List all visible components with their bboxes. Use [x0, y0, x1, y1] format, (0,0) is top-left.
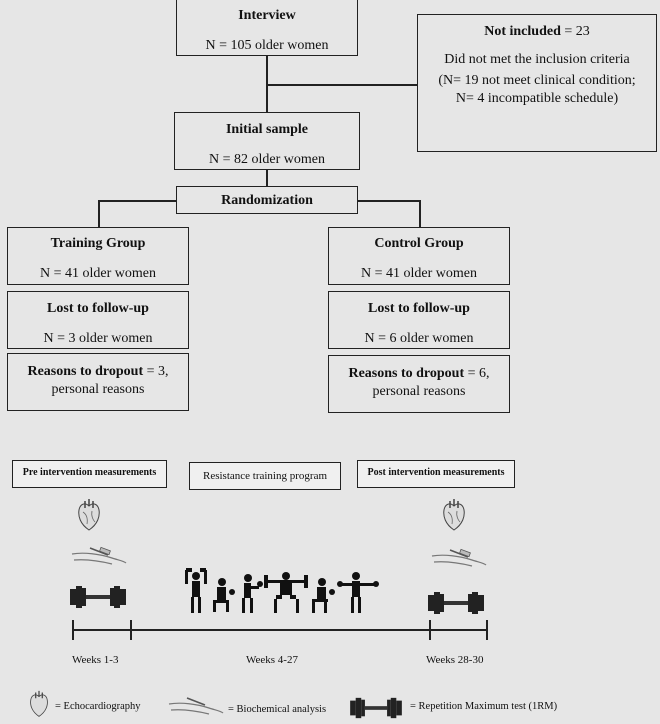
training-reasons-count: = 3, [143, 364, 169, 379]
post-intervention-box: Post intervention measurements [357, 460, 515, 488]
program-label: Resistance training program [202, 470, 328, 482]
pre-intervention-label: Pre intervention measurements [22, 467, 157, 478]
initial-sample-box: Initial sample N = 82 older women [174, 112, 360, 170]
post-intervention-label: Post intervention measurements [367, 467, 505, 478]
control-group-title: Control Group [374, 236, 464, 251]
legend-rm-label: = Repetition Maximum test (1RM) [410, 701, 558, 712]
control-reasons-box: Reasons to dropout = 6, personal reasons [328, 355, 510, 413]
training-lost-value: N = 3 older women [43, 330, 153, 346]
legend-echo-label: = Echocardiography [55, 701, 141, 712]
not-included-detail-2: N= 4 incompatible schedule) [455, 90, 619, 106]
dumbbell-icon [350, 697, 402, 719]
timeline-tick [130, 620, 132, 640]
not-included-reason: Did not met the inclusion criteria [444, 51, 630, 67]
syringe-arm-icon [168, 697, 224, 715]
connector [266, 84, 418, 86]
connector [266, 170, 268, 186]
legend-bio-label: = Biochemical analysis [228, 704, 327, 715]
timeline-tick [429, 620, 431, 640]
syringe-arm-icon [431, 548, 487, 567]
dumbbell-icon [428, 592, 484, 614]
randomization-title: Randomization [221, 193, 313, 208]
not-included-title: Not included [484, 24, 561, 39]
control-lost-value: N = 6 older women [364, 330, 474, 346]
interview-title: Interview [238, 8, 296, 23]
connector [98, 200, 176, 202]
timeline-tick [72, 620, 74, 640]
connector [98, 200, 100, 227]
not-included-count: = 23 [560, 24, 590, 39]
training-group-title: Training Group [50, 236, 146, 251]
training-reasons-text: personal reasons [51, 381, 145, 397]
control-reasons-title: Reasons to dropout [348, 366, 465, 381]
not-included-detail-1: (N= 19 not meet clinical condition; [438, 73, 636, 88]
training-reasons-title: Reasons to dropout [27, 364, 144, 379]
timeline-axis [72, 629, 488, 631]
program-box: Resistance training program [189, 462, 341, 490]
syringe-arm-icon [71, 546, 127, 565]
training-group-value: N = 41 older women [40, 265, 156, 281]
heart-icon [78, 499, 100, 531]
control-group-box: Control Group N = 41 older women [328, 227, 510, 285]
heart-icon [443, 499, 465, 531]
training-reasons-box: Reasons to dropout = 3, personal reasons [7, 353, 189, 411]
interview-box: Interview N = 105 older women [176, 0, 358, 56]
weeks-1-3-label: Weeks 1-3 [72, 654, 119, 666]
training-group-box: Training Group N = 41 older women [7, 227, 189, 285]
training-lost-title: Lost to follow-up [47, 301, 149, 316]
dumbbell-icon [70, 586, 126, 608]
connector [419, 200, 421, 227]
not-included-box: Not included = 23 Did not met the inclus… [417, 14, 657, 152]
timeline-tick [486, 620, 488, 640]
initial-sample-title: Initial sample [225, 122, 309, 137]
pre-intervention-box: Pre intervention measurements [12, 460, 167, 488]
control-reasons-count: = 6, [464, 366, 490, 381]
initial-sample-value: N = 82 older women [209, 151, 325, 167]
control-lost-title: Lost to follow-up [368, 301, 470, 316]
weeks-4-27-label: Weeks 4-27 [246, 654, 298, 666]
training-lost-box: Lost to follow-up N = 3 older women [7, 291, 189, 349]
connector [357, 200, 420, 202]
interview-value: N = 105 older women [205, 37, 329, 53]
weeks-28-30-label: Weeks 28-30 [426, 654, 484, 666]
control-lost-box: Lost to follow-up N = 6 older women [328, 291, 510, 349]
control-group-value: N = 41 older women [361, 265, 477, 281]
control-reasons-text: personal reasons [372, 383, 466, 399]
exercise-figures-icon [185, 568, 379, 613]
heart-icon [30, 690, 48, 717]
randomization-box: Randomization [176, 186, 358, 214]
